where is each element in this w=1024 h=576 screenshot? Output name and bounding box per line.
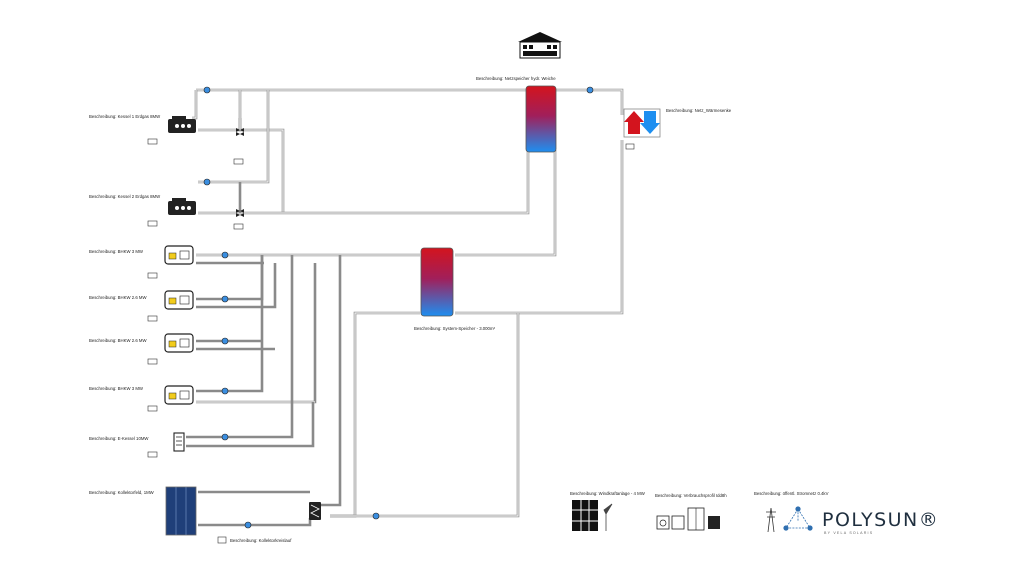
washing-machine-icon <box>656 515 670 530</box>
chp-2: Beschreibung: BHKW 2.6 MW <box>89 290 194 322</box>
label-collector-field: Beschreibung: Kollektorfeld, 1MW <box>89 490 155 495</box>
pump-icon[interactable] <box>244 521 252 529</box>
profile-icon[interactable] <box>625 143 635 150</box>
controller-icon[interactable] <box>147 358 158 365</box>
mixing-valve[interactable] <box>236 209 244 217</box>
system-storage-tank: Beschreibung: System-Speicher - 3.000m³ <box>414 247 496 331</box>
pump-icon[interactable] <box>203 86 211 94</box>
pump-icon[interactable] <box>221 387 229 395</box>
label-e-boiler: Beschreibung: E-Kessel 10MW <box>89 436 149 441</box>
pump-icon[interactable] <box>372 512 380 520</box>
arrow-up-icon <box>624 111 644 134</box>
pump-icon[interactable] <box>221 433 229 441</box>
label-grid: Beschreibung: öffentl. Stromnetz 0.4kV <box>754 491 829 496</box>
pump-icon[interactable] <box>586 86 594 94</box>
brand-subtitle: BY VELA SOLARIS <box>824 531 873 535</box>
label-wind: Beschreibung: Windkraftanlage - 4 MW <box>570 491 646 496</box>
e-boiler: Beschreibung: E-Kessel 10MW <box>89 432 185 458</box>
oven-icon <box>708 516 720 529</box>
brand-name: POLYSUN® <box>822 509 939 531</box>
controller-icon[interactable] <box>147 220 158 227</box>
power-pylon-icon <box>766 507 776 533</box>
heat-consumer: Beschreibung: Netz_Wärmesenke <box>623 108 732 150</box>
pump-icon[interactable] <box>221 251 229 259</box>
label-boiler-1: Beschreibung: Kessel 1 Erdgas 8MW <box>89 114 161 119</box>
polysun-logo: POLYSUN® BY VELA SOLARIS <box>822 509 939 535</box>
boiler-1: Beschreibung: Kessel 1 Erdgas 8MW <box>89 114 196 145</box>
mixing-valve[interactable] <box>236 128 244 136</box>
label-chp-2: Beschreibung: BHKW 2.6 MW <box>89 295 147 300</box>
label-collector-loop: Beschreibung: Kollektorkreislauf <box>230 538 292 543</box>
label-chp-3: Beschreibung: BHKW 2.6 MW <box>89 338 147 343</box>
label-storage-hydraulic: Beschreibung: Netzspeicher hydr. Weiche <box>476 76 556 81</box>
microwave-icon <box>671 515 685 530</box>
controller-icon[interactable] <box>217 536 227 544</box>
wind-turbine-panel: Beschreibung: Windkraftanlage - 4 MW <box>570 491 646 531</box>
arrow-down-icon <box>640 111 660 134</box>
label-chp-1: Beschreibung: BHKW 3 MW <box>89 249 144 254</box>
consumption-profile-panel: Beschreibung: Verbrauchsprofil Idd8h <box>655 493 727 531</box>
controller-icon[interactable] <box>147 451 158 458</box>
label-system-storage: Beschreibung: System-Speicher - 3.000m³ <box>414 326 496 331</box>
label-consumption: Beschreibung: Verbrauchsprofil Idd8h <box>655 493 727 498</box>
pipe-network <box>186 88 624 527</box>
label-heat-consumer: Beschreibung: Netz_Wärmesenke <box>666 108 732 113</box>
solar-collector-field: Beschreibung: Kollektorfeld, 1MW <box>89 486 197 536</box>
controller-icon[interactable] <box>147 138 158 145</box>
controller-icon[interactable] <box>233 158 244 165</box>
pump-icon[interactable] <box>203 178 211 186</box>
chp-3: Beschreibung: BHKW 2.6 MW <box>89 333 194 365</box>
pump-icon[interactable] <box>221 295 229 303</box>
grid-network-icon <box>783 506 813 531</box>
chp-1: Beschreibung: BHKW 3 MW <box>89 245 194 279</box>
controller-icon[interactable] <box>147 272 158 279</box>
collector-loop-control: Beschreibung: Kollektorkreislauf <box>217 536 292 544</box>
pump-icon[interactable] <box>221 337 229 345</box>
label-chp-4: Beschreibung: BHKW 3 MW <box>89 386 144 391</box>
house-icon <box>518 32 562 59</box>
heat-exchanger[interactable] <box>309 502 321 520</box>
chp-4: Beschreibung: BHKW 3 MW <box>89 385 194 412</box>
power-grid-panel: Beschreibung: öffentl. Stromnetz 0.4kV <box>754 491 829 533</box>
hydraulic-storage-tank: Beschreibung: Netzspeicher hydr. Weiche <box>476 76 557 153</box>
boiler-2: Beschreibung: Kessel 2 Erdgas 8MW <box>89 194 196 227</box>
controller-icon[interactable] <box>147 405 158 412</box>
controller-icon[interactable] <box>233 223 244 230</box>
label-boiler-2: Beschreibung: Kessel 2 Erdgas 8MW <box>89 194 161 199</box>
controller-icon[interactable] <box>147 315 158 322</box>
